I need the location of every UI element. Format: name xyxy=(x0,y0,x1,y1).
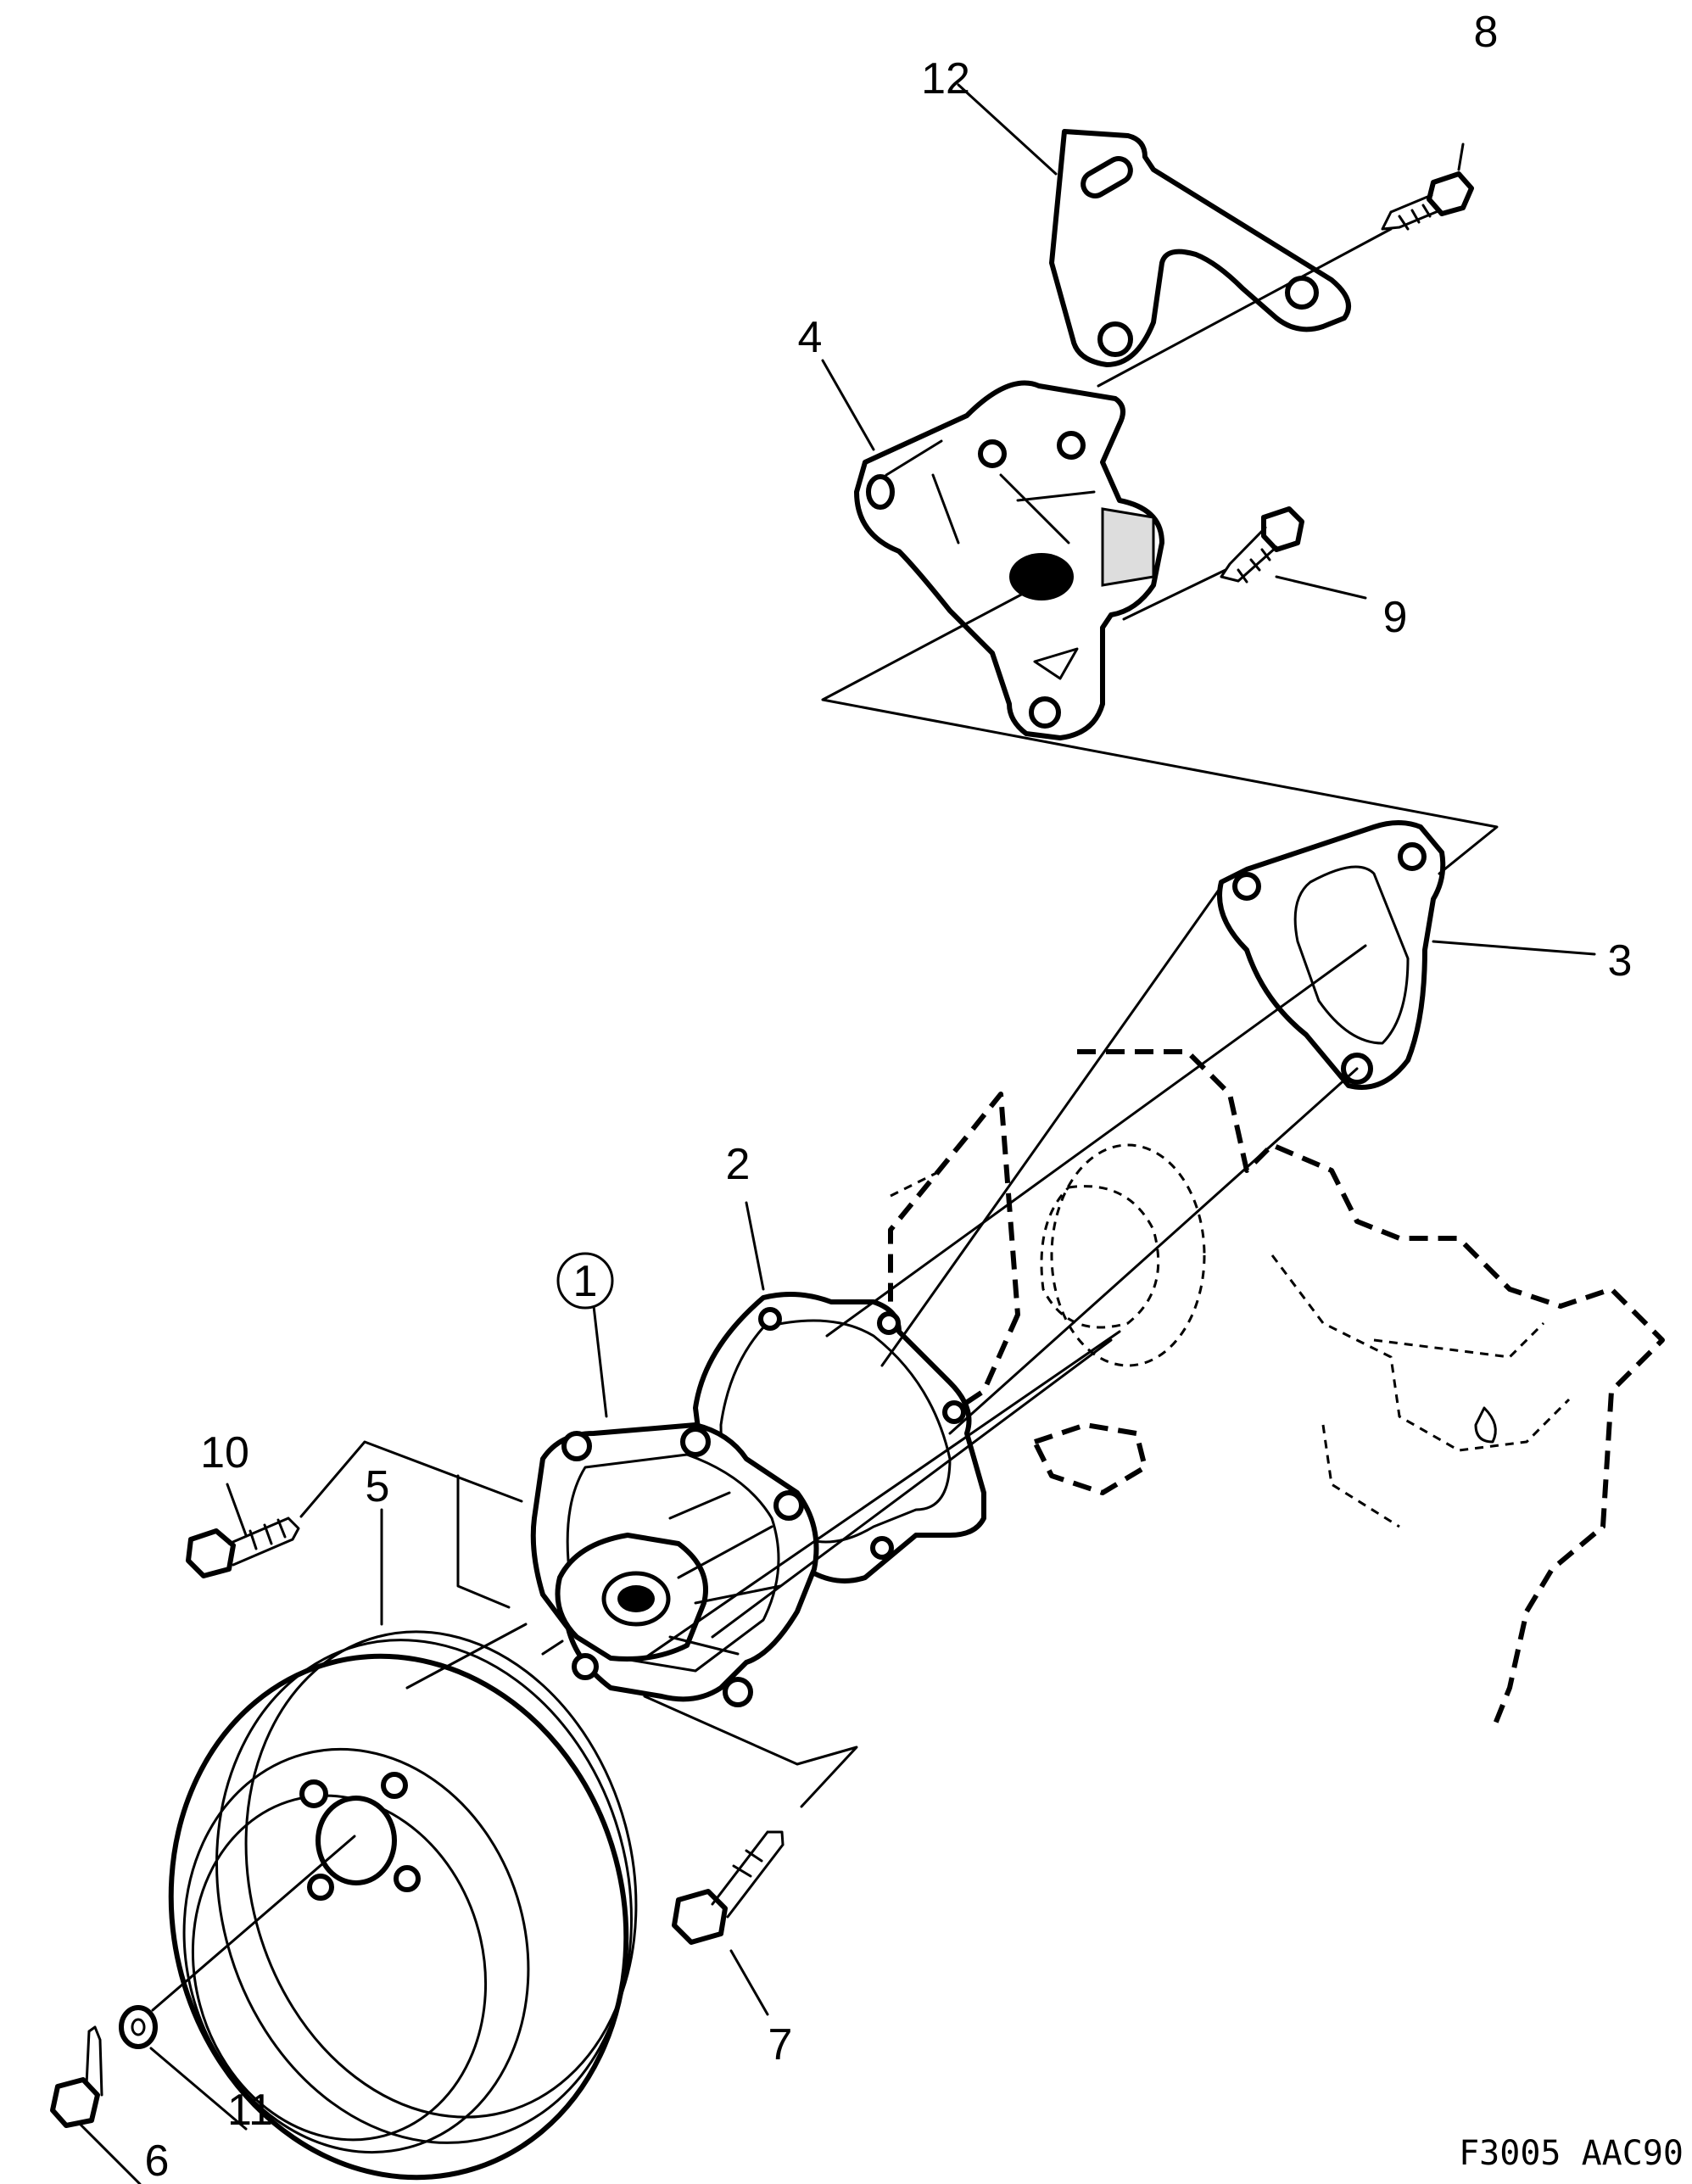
figure-code: F3005 AAC90 xyxy=(1459,2134,1684,2173)
part-5-pulley xyxy=(168,1630,638,2181)
part-4-housing xyxy=(854,380,1164,740)
part-8-bolt xyxy=(1381,171,1474,231)
label-1: 1 xyxy=(573,1257,598,1306)
part-6-bolt xyxy=(50,2025,103,2128)
label-5: 5 xyxy=(366,1462,390,1511)
label-9: 9 xyxy=(1383,593,1408,642)
part-1-pump xyxy=(530,1422,819,1707)
assembly-lines xyxy=(151,227,1499,2012)
engine-block-outline xyxy=(888,1049,1665,1732)
label-12: 12 xyxy=(921,54,970,103)
label-2: 2 xyxy=(726,1140,751,1189)
part-11-washer xyxy=(119,2005,158,2049)
leader-lines xyxy=(79,83,1596,2184)
part-7-bolt xyxy=(672,1830,785,1945)
part-10-bolt xyxy=(186,1517,300,1578)
label-11: 11 xyxy=(227,2086,273,2135)
label-4: 4 xyxy=(798,313,823,362)
label-8: 8 xyxy=(1474,8,1499,57)
label-7: 7 xyxy=(768,2020,793,2069)
part-9-bolt xyxy=(1220,506,1304,584)
label-1-circle xyxy=(556,1252,614,1310)
label-3: 3 xyxy=(1608,936,1633,986)
part-3-gasket xyxy=(1217,820,1446,1090)
label-6: 6 xyxy=(145,2137,170,2184)
part-12-bracket xyxy=(1049,129,1351,367)
label-10: 10 xyxy=(200,1428,249,1477)
